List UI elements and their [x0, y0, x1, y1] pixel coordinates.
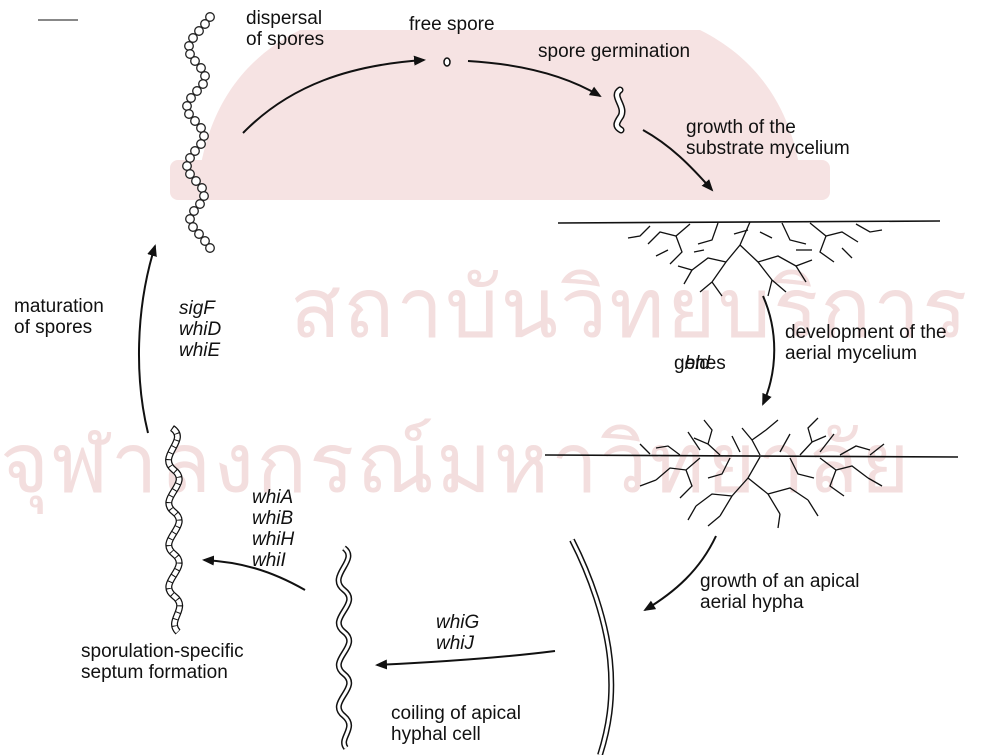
free-spore — [444, 58, 450, 66]
label-septum-formation: sporulation-specific septum formation — [81, 641, 244, 683]
genes-mid-sporulation: whiA whiB whiH whiI — [252, 487, 294, 571]
genes-late-sporulation: sigF whiD whiE — [179, 298, 221, 361]
arrow-substrate-to-aerial — [763, 296, 774, 404]
septated-coil — [169, 428, 180, 632]
label-dispersal-of-spores: dispersal of spores — [246, 8, 324, 50]
genes-early-sporulation: whiG whiJ — [436, 612, 479, 654]
substrate-mycelium — [558, 221, 940, 296]
aerial-mycelium — [545, 418, 958, 528]
arrow-dispersal-to-free-spore — [243, 60, 424, 133]
gene-bld-suffix: genes — [674, 353, 726, 374]
label-spore-germination: spore germination — [538, 41, 690, 62]
label-growth-apical-hypha: growth of an apical aerial hypha — [700, 571, 860, 613]
label-development-aerial-mycelium: development of the aerial mycelium — [785, 322, 947, 364]
label-coiling-apical-cell: coiling of apical hyphal cell — [391, 703, 521, 745]
label-growth-substrate-mycelium: growth of the substrate mycelium — [686, 117, 850, 159]
spore-chain-mature — [183, 13, 215, 253]
arrow-free-spore-to-germination — [468, 61, 600, 96]
label-maturation-of-spores: maturation of spores — [14, 296, 104, 338]
apical-hypha — [572, 540, 611, 755]
arrow-septum-to-maturation — [139, 246, 155, 433]
label-free-spore: free spore — [409, 14, 495, 35]
